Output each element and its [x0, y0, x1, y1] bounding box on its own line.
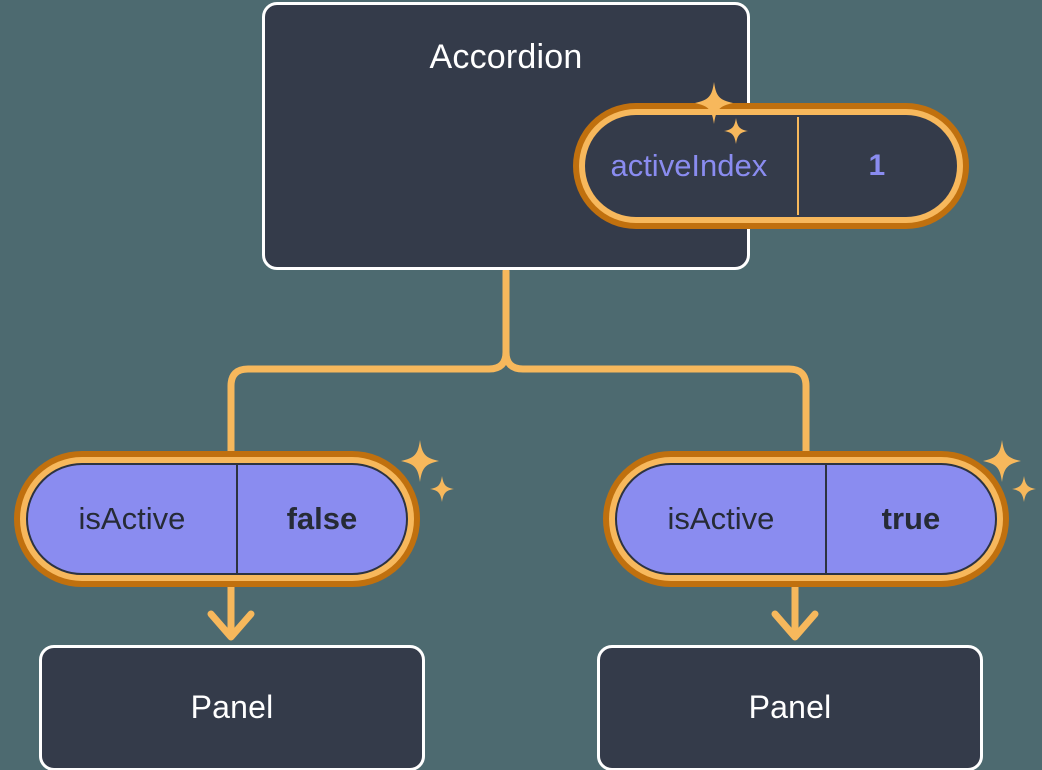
pill-body: isActive true — [615, 463, 997, 575]
node-panel-left[interactable]: Panel — [39, 645, 425, 770]
sparkle-icon-large — [401, 440, 439, 482]
pill-body: activeIndex 1 — [585, 115, 957, 217]
prop-value-isactive-left: false — [235, 465, 406, 573]
connector-root-to-branch-right — [502, 348, 810, 456]
prop-pill-isactive-right[interactable]: isActive true — [603, 451, 1009, 587]
pill-body: isActive false — [26, 463, 408, 575]
prop-key-isactive-left: isActive — [78, 501, 186, 536]
arrow-down-icon-right — [771, 610, 819, 641]
prop-pill-isactive-left[interactable]: isActive false — [14, 451, 420, 587]
prop-key-activeindex: activeIndex — [610, 148, 768, 183]
prop-value-activeindex: 1 — [796, 117, 955, 215]
arrow-down-icon-left — [207, 610, 255, 641]
prop-value-isactive-right: true — [824, 465, 995, 573]
node-panel-left-label: Panel — [190, 689, 274, 725]
node-accordion-label: Accordion — [429, 38, 583, 76]
node-panel-right[interactable]: Panel — [597, 645, 983, 770]
sparkle-icon-small — [430, 476, 454, 502]
prop-pill-activeindex[interactable]: activeIndex 1 — [573, 103, 969, 229]
prop-key-isactive-right: isActive — [667, 501, 775, 536]
node-accordion[interactable]: Accordion activeIndex 1 — [262, 2, 969, 270]
connector-root-to-branches — [227, 267, 510, 456]
node-panel-right-label: Panel — [748, 689, 832, 725]
sparkle-icon-small — [1012, 476, 1036, 502]
